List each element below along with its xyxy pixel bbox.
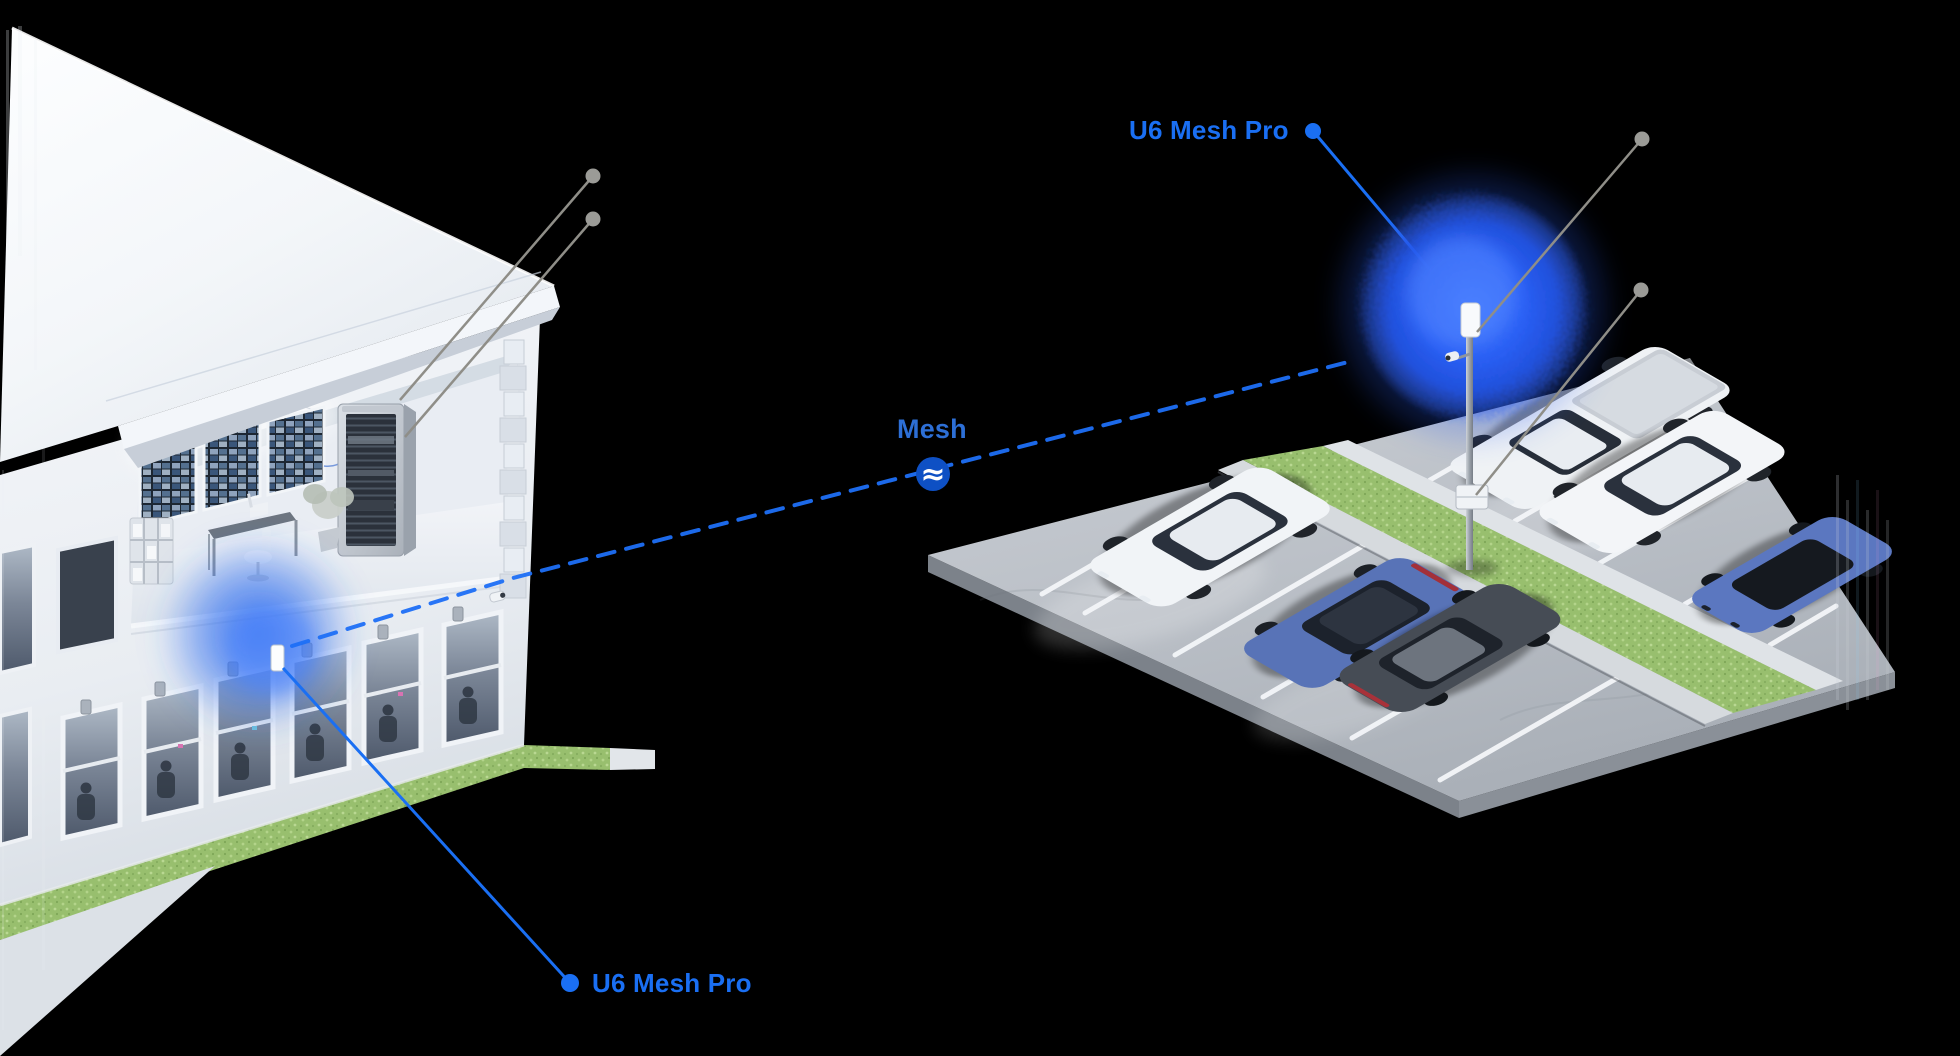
building-grass-strip bbox=[0, 745, 610, 940]
building-roof bbox=[0, 28, 554, 462]
callout-dot-icon bbox=[1634, 131, 1650, 147]
storage-shelf bbox=[129, 517, 174, 585]
potted-plant bbox=[303, 484, 354, 552]
screen-glint bbox=[178, 744, 183, 748]
walkway-curb bbox=[610, 748, 655, 770]
mesh-link-label: Mesh bbox=[897, 416, 967, 443]
window bbox=[60, 701, 123, 842]
outdoor-ap-label: U6 Mesh Pro bbox=[1129, 117, 1289, 143]
pole-ap-device bbox=[1460, 302, 1481, 338]
left-edge-window bbox=[0, 706, 32, 848]
car-white-pickup bbox=[1450, 347, 1730, 509]
building-ap-label: U6 Mesh Pro bbox=[592, 970, 752, 996]
security-camera bbox=[489, 590, 506, 603]
curb-highlight bbox=[0, 743, 525, 907]
upper-floor-window bbox=[56, 535, 118, 655]
window bbox=[361, 626, 424, 767]
grass-median bbox=[1217, 440, 1843, 727]
car-dark-grey-sedan bbox=[1339, 583, 1561, 713]
mesh-wave-icon: ≈ bbox=[916, 457, 950, 492]
callout-dot-icon bbox=[585, 211, 601, 227]
building-foundation bbox=[0, 866, 215, 1056]
callout-dot-icon bbox=[1305, 123, 1321, 139]
car-blue-crossover-right bbox=[1692, 517, 1892, 633]
office-building-illustration bbox=[0, 26, 655, 1056]
left-edge-window bbox=[0, 542, 36, 676]
mesh-link-dashed-line bbox=[290, 359, 1354, 648]
pole-camera bbox=[1445, 351, 1471, 362]
building-ap-device bbox=[270, 644, 285, 672]
callout-dot-icon bbox=[561, 974, 579, 992]
roof-ridge bbox=[11, 26, 555, 288]
outdoor-ap-label-text: U6 Mesh Pro bbox=[1129, 115, 1289, 145]
roof-fascia bbox=[118, 286, 560, 449]
laptop bbox=[250, 502, 268, 518]
callout-dot-icon bbox=[585, 168, 601, 184]
corner-quoins bbox=[499, 339, 527, 599]
callout-grey-right bbox=[1475, 131, 1650, 496]
image-artifact-streaks bbox=[2, 26, 45, 1030]
slab-side-right bbox=[1459, 672, 1895, 818]
mesh-link-label-text: Mesh bbox=[897, 414, 967, 444]
server-rack bbox=[337, 403, 416, 557]
roof-seam bbox=[105, 271, 542, 402]
callout-dot-icon bbox=[1633, 282, 1649, 298]
pole-equipment-box bbox=[1455, 484, 1489, 510]
window bbox=[441, 608, 504, 749]
callout-grey-left bbox=[399, 168, 601, 438]
car-white-suv-left bbox=[1090, 467, 1330, 607]
car-white-suv-right bbox=[1539, 410, 1785, 554]
callout-building-ap bbox=[281, 666, 579, 992]
roof-soffit bbox=[124, 307, 560, 468]
image-artifact-streaks bbox=[1836, 475, 1889, 710]
building-ap-label-text: U6 Mesh Pro bbox=[592, 968, 752, 998]
svg-text:≈: ≈ bbox=[920, 457, 945, 492]
screen-glint bbox=[398, 692, 403, 696]
parking-lot-illustration bbox=[928, 347, 1895, 818]
